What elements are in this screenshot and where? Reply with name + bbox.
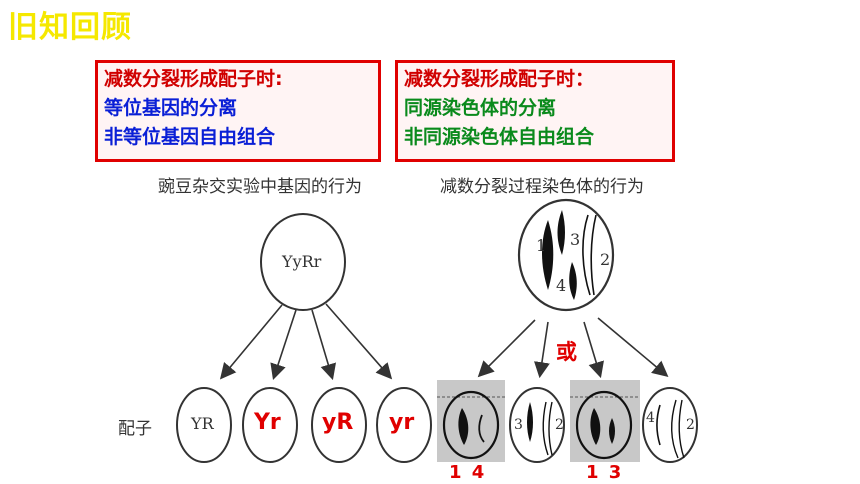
dividing-cell <box>517 198 615 312</box>
or-label: 或 <box>556 340 577 364</box>
arrow <box>219 304 283 380</box>
chromosome-2 <box>542 401 553 456</box>
gamete-cell-2-4 <box>642 387 698 463</box>
chromosome-number-4: 4 <box>556 276 567 295</box>
gamete-cell <box>242 387 298 463</box>
combo-label-1-4: 1 4 <box>449 462 487 483</box>
chromosome-behavior-box: 减数分裂形成配子时： 同源染色体的分离 非同源染色体自由组合 <box>395 60 675 162</box>
gamete-photo-b <box>570 380 640 462</box>
chromosome-1 <box>590 408 601 445</box>
chromosome-number-2: 2 <box>555 417 564 433</box>
chromosome-number-2: 2 <box>686 417 695 433</box>
box-line-segregation: 等位基因的分离 <box>104 97 238 119</box>
chromosome-4 <box>656 404 661 446</box>
slide-title: 旧知回顾 <box>8 10 132 45</box>
chromosome-3 <box>557 210 565 255</box>
box-line-assortment: 非同源染色体自由组合 <box>404 126 595 148</box>
arrow <box>583 321 604 379</box>
gamete-genotype-yR: yR <box>322 410 354 435</box>
box-line-assortment: 非等位基因自由组合 <box>104 126 276 148</box>
chromosome-4 <box>478 414 485 443</box>
parent-cell <box>260 213 346 311</box>
arrow <box>597 317 669 378</box>
gamete-cell <box>311 387 367 463</box>
gamete-genotype-Yr: Yr <box>254 410 281 435</box>
chromosome-3 <box>609 418 615 444</box>
gene-behavior-box: 减数分裂形成配子时: 等位基因的分离 非等位基因自由组合 <box>95 60 381 162</box>
arrow <box>477 319 536 378</box>
box-heading: 减数分裂形成配子时： <box>404 68 595 90</box>
chromosome-1 <box>542 220 554 290</box>
chromosome-number-4: 4 <box>646 410 655 426</box>
parent-genotype: YyRr <box>282 252 322 271</box>
caption-gene-behavior: 豌豆杂交实验中基因的行为 <box>158 177 362 197</box>
chromosome-4 <box>569 262 577 300</box>
gamete-genotype-yr: yr <box>389 410 415 435</box>
box-line-segregation: 同源染色体的分离 <box>404 97 557 119</box>
caption-chromosome-behavior: 减数分裂过程染色体的行为 <box>440 177 644 197</box>
arrow <box>325 303 393 380</box>
gamete-cell <box>376 387 432 463</box>
chromosome-3 <box>527 402 533 442</box>
gamete-genotype-YR: YR <box>191 414 214 433</box>
box-heading: 减数分裂形成配子时: <box>104 68 283 90</box>
chromosome-number-1: 1 <box>536 236 547 255</box>
arrow <box>311 309 337 381</box>
gametes-label: 配子 <box>118 419 152 439</box>
chromosome-2 <box>671 399 685 459</box>
chromosome-number-3: 3 <box>570 230 581 249</box>
combo-label-1-3: 1 3 <box>586 462 624 483</box>
chromosome-1 <box>458 408 469 445</box>
chromosome-2 <box>582 214 597 296</box>
gamete-cell-1-3 <box>575 390 633 460</box>
arrow <box>270 309 297 381</box>
arrow <box>534 321 550 379</box>
gamete-cell-1-4 <box>442 390 500 460</box>
chromosome-number-3: 3 <box>514 417 523 433</box>
chromosome-number-2: 2 <box>600 250 611 269</box>
gamete-cell <box>176 387 232 463</box>
gamete-photo-a <box>437 380 505 462</box>
